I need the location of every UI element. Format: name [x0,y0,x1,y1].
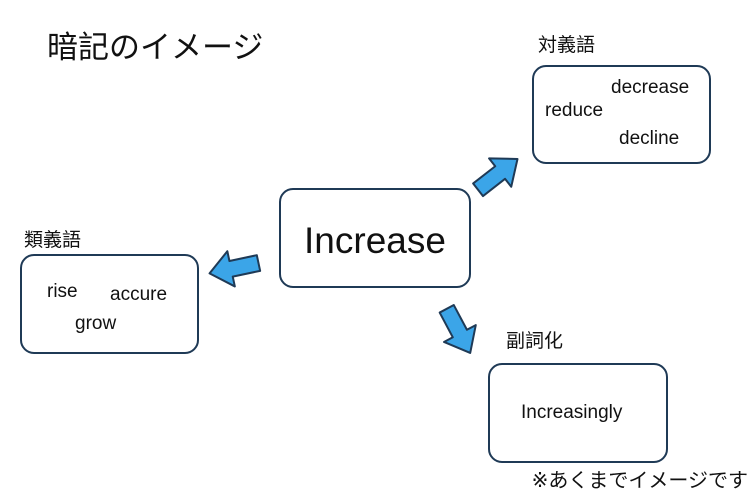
synonym-word: rise [47,281,78,302]
adverb-box: Increasingly [488,363,668,463]
synonyms-label: 類義語 [24,229,82,251]
synonym-word: accure [110,284,168,305]
antonyms-box: decrease reduce decline [532,65,711,164]
adverb-word: Increasingly [521,402,623,423]
page-title: 暗記のイメージ [47,30,264,66]
adverb-label: 副詞化 [506,330,564,352]
center-node: Increase [279,188,471,288]
center-word: Increase [304,220,446,261]
disclaimer-note: ※あくまでイメージです [531,468,748,492]
antonym-word: decline [619,128,680,149]
antonyms-label: 対義語 [538,34,596,56]
arrow-to-synonyms-icon [208,250,262,288]
synonym-word: grow [75,313,117,334]
antonym-word: reduce [545,100,604,121]
synonyms-box: rise accure grow [20,254,199,354]
arrow-to-adverb-icon [438,304,477,354]
arrow-to-antonyms-icon [472,157,519,198]
antonym-word: decrease [611,77,690,98]
